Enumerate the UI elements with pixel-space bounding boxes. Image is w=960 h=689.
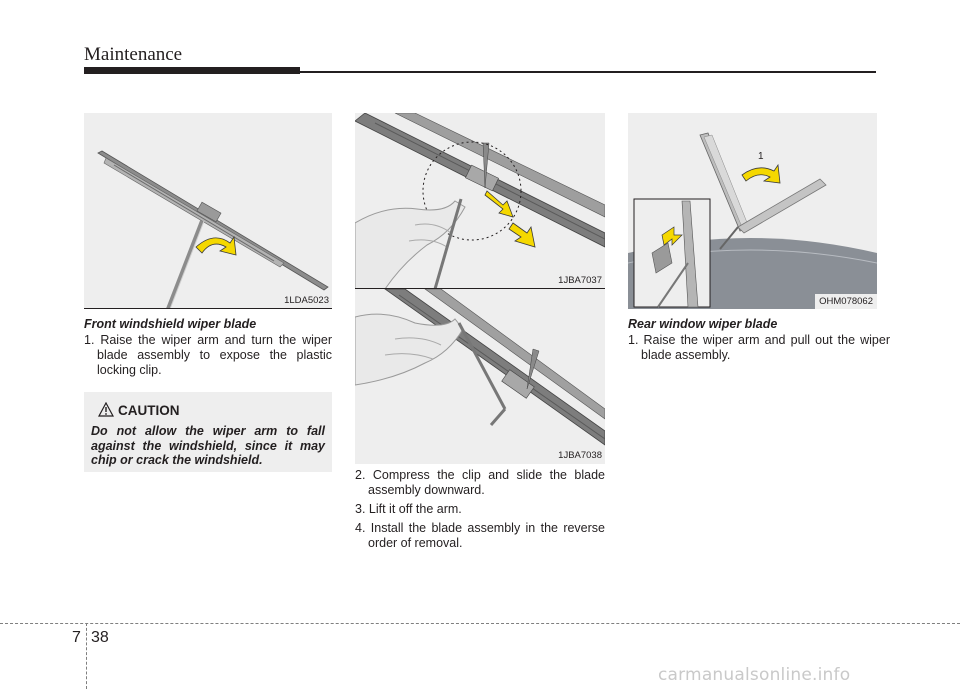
header-bar [84, 67, 300, 74]
header-rule [300, 71, 876, 73]
rear-callout-number: 1 [758, 151, 764, 162]
rear-wiper-heading: Rear window wiper blade [628, 317, 778, 331]
rear-wiper-illustration [628, 132, 877, 309]
figure-front-wiper: 1LDA5023 [84, 113, 332, 309]
figure-code: OHM078062 [815, 294, 877, 309]
caution-box: CAUTION Do not allow the wiper arm to fa… [84, 392, 332, 472]
figure-code: 1JBA7037 [558, 275, 602, 286]
figure-baseline [355, 288, 605, 289]
middle-step-4: 4. Install the blade assembly in the rev… [355, 521, 605, 550]
middle-step-2: 2. Compress the clip and slide the blade… [355, 468, 605, 497]
footer-divider [86, 623, 87, 689]
front-step-1: 1. Raise the wiper arm and turn the wipe… [84, 333, 332, 377]
caution-text: Do not allow the wiper arm to fall again… [91, 424, 325, 467]
remove-blade-illustration [355, 289, 605, 446]
watermark: carmanualsonline.info [658, 665, 851, 685]
figure-rear-wiper: 1 OHM078062 [628, 113, 877, 309]
figure-compress-clip: 1JBA7037 [355, 113, 605, 289]
middle-steps: 2. Compress the clip and slide the blade… [355, 468, 605, 555]
figure-code: 1JBA7038 [558, 450, 602, 461]
figure-remove-blade: 1JBA7038 [355, 289, 605, 464]
figure-code: 1LDA5023 [284, 295, 329, 306]
figure-baseline [84, 308, 332, 309]
page-number: 38 [91, 629, 109, 646]
section-title: Maintenance [84, 44, 183, 65]
footer-rule [0, 623, 960, 624]
compress-clip-illustration [355, 113, 605, 289]
warning-triangle-icon [98, 402, 114, 417]
middle-step-3: 3. Lift it off the arm. [355, 502, 462, 516]
caution-title: CAUTION [118, 403, 180, 418]
rear-step-1: 1. Raise the wiper arm and pull out the … [628, 333, 890, 362]
chapter-number: 7 [72, 629, 81, 646]
front-wiper-illustration [97, 150, 329, 309]
front-wiper-heading: Front windshield wiper blade [84, 317, 257, 331]
